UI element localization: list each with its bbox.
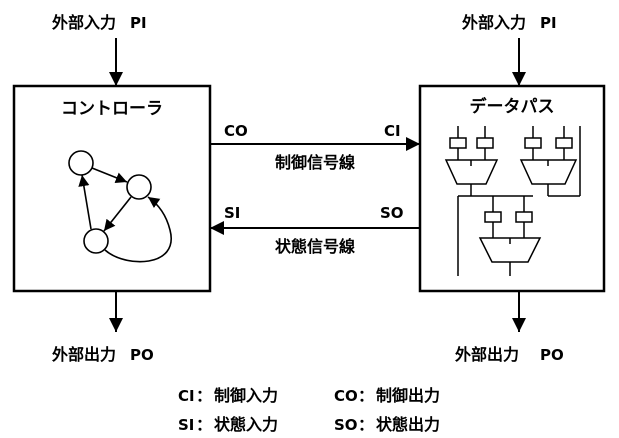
legend-desc: 状態入力 <box>214 415 278 434</box>
controller-input-code: PI <box>130 14 147 32</box>
state-machine <box>68 150 172 263</box>
datapath-output-label: 外部出力 <box>454 345 519 364</box>
alu-unit <box>478 237 542 263</box>
legend-code: CI <box>178 387 195 405</box>
legend-code: CO <box>334 387 358 405</box>
datapath-input-code: PI <box>540 14 557 32</box>
legend-code: SI <box>178 416 194 434</box>
alu-unit <box>444 159 499 185</box>
register <box>524 137 542 149</box>
controller-output-code: PO <box>130 346 154 364</box>
legend-item-si: SI ： 状態入力 <box>178 415 278 434</box>
legend-desc: 制御入力 <box>214 386 278 405</box>
transition-edge <box>103 196 132 232</box>
legend-item-co: CO ： 制御出力 <box>334 386 440 405</box>
datapath-block: 外部入力 PI データパス <box>418 13 606 364</box>
register <box>484 211 502 223</box>
state-node <box>126 174 152 200</box>
register <box>515 211 533 223</box>
register <box>476 137 494 149</box>
controller-title: コントローラ <box>61 99 163 119</box>
legend-sep: ： <box>358 386 374 405</box>
status-signal-to: SI <box>224 204 240 222</box>
status-signal-from: SO <box>380 204 404 222</box>
datapath-circuit <box>444 126 581 276</box>
controller-block: 外部入力 PI コントローラ 外部出力 PO <box>12 13 212 364</box>
legend-item-ci: CI ： 制御入力 <box>178 386 278 405</box>
controller-box <box>12 84 212 293</box>
legend: CI ： 制御入力 CO ： 制御出力 SI ： 状態入力 SO ： 状態出力 <box>178 386 440 434</box>
transition-edge <box>104 196 172 263</box>
control-signal-from: CO <box>224 122 248 140</box>
legend-desc: 制御出力 <box>376 386 440 405</box>
legend-item-so: SO ： 状態出力 <box>334 415 440 434</box>
control-signal-to: CI <box>384 122 401 140</box>
legend-desc: 状態出力 <box>376 415 440 434</box>
legend-sep: ： <box>358 415 374 434</box>
legend-sep: ： <box>196 386 212 405</box>
control-signal-label: 制御信号線 <box>275 153 355 172</box>
status-signal-label: 状態信号線 <box>275 237 355 256</box>
status-signal-line: SI SO 状態信号線 <box>210 204 420 256</box>
controller-output-label: 外部出力 <box>51 345 116 364</box>
legend-sep: ： <box>196 415 212 434</box>
datapath-input-label: 外部入力 <box>461 13 526 32</box>
control-signal-line: CO CI 制御信号線 <box>210 122 420 172</box>
register <box>555 137 573 149</box>
transition-edge <box>78 174 92 230</box>
register <box>449 137 467 149</box>
datapath-title: データパス <box>470 96 555 117</box>
transition-edge <box>91 167 128 184</box>
legend-code: SO <box>334 416 358 434</box>
controller-input-label: 外部入力 <box>51 13 116 32</box>
datapath-output-code: PO <box>540 346 564 364</box>
alu-unit <box>519 159 578 185</box>
state-node <box>83 228 109 254</box>
